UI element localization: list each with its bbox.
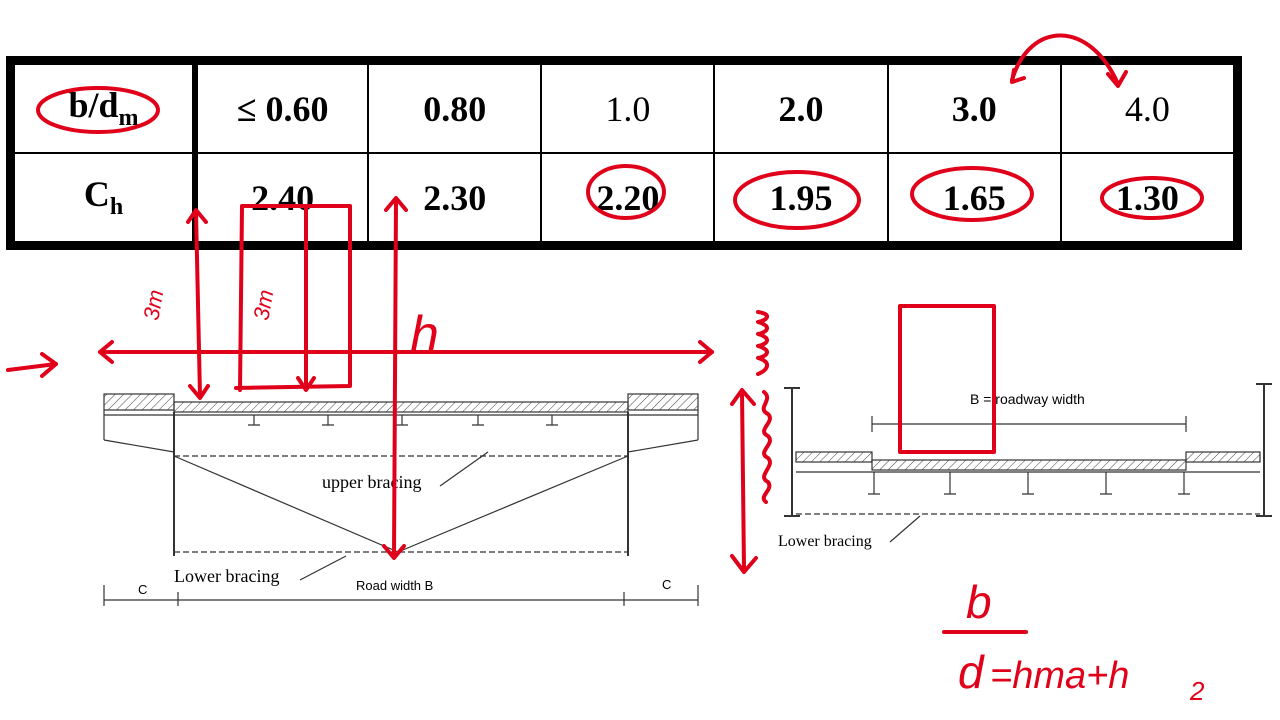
h-span-arrow-right-head [698, 340, 714, 364]
arrow-head [186, 208, 208, 224]
arrow-head [384, 196, 408, 212]
right-section-left-curb [795, 451, 873, 463]
red-handwritten-text: 3m 3m h b d =hma+h 2 [138, 288, 1205, 706]
bd-label: b/d [68, 85, 119, 126]
swap-arrow-head [1106, 70, 1128, 88]
bd-cell: 3.0 [886, 63, 1062, 154]
right-height-arrow [740, 390, 746, 572]
fraction-rhs-sub: 2 [1189, 676, 1205, 706]
circle-1-95 [733, 170, 861, 230]
arrow-head [382, 544, 406, 560]
side-arrow-head [40, 352, 58, 378]
ch-label-sub: h [109, 194, 124, 221]
right-curb [627, 393, 699, 411]
h-span-arrow-left-head [98, 340, 114, 364]
stringers [248, 415, 558, 426]
side-arrow [6, 362, 58, 372]
arrow-head [296, 376, 316, 392]
h-arrow [392, 198, 398, 558]
ch-cell: 2.40 [193, 152, 370, 243]
arrow-head [188, 384, 210, 400]
3m-arrow-a [194, 210, 202, 398]
fraction-rhs: =hma+h [990, 655, 1129, 697]
squiggle-top [756, 310, 769, 376]
bd-header-cell: b/dm [13, 63, 198, 154]
3m-box [234, 204, 352, 392]
circle-1-65 [910, 166, 1034, 222]
right-section-stringers [868, 472, 1190, 495]
h-label: h [410, 306, 439, 364]
fraction-numerator: b [966, 576, 992, 628]
ch-cell: 2.20 [540, 152, 716, 243]
diagonal-left [173, 455, 399, 553]
right-lower-bracing-label: Lower bracing [778, 533, 872, 550]
right-section-left-girder [784, 387, 800, 517]
right-section-deck [871, 459, 1187, 471]
3m-label-a: 3m [138, 288, 168, 322]
bd-cell: ≤ 0.60 [193, 63, 370, 154]
bd-label-sub: m [118, 105, 139, 132]
c-left-label: C [138, 582, 147, 597]
road-width-label: Road width B [356, 578, 433, 593]
ch-header-cell: Ch [13, 152, 198, 243]
bd-cell: 1.0 [540, 63, 716, 154]
bd-circle [36, 86, 160, 134]
right-load-box [898, 304, 996, 454]
red-annotations [6, 33, 1204, 634]
left-bracket [103, 439, 175, 453]
table-row-bd: b/dm ≤ 0.60 0.80 1.0 2.0 3.0 4.0 [13, 63, 1236, 154]
right-section-right-curb [1185, 451, 1261, 463]
swap-arrow [1010, 33, 1120, 86]
bd-cell: 0.80 [367, 63, 543, 154]
left-curb [103, 393, 175, 411]
arrow-head [730, 554, 758, 574]
upper-bracing-label: upper bracing [322, 472, 421, 492]
ch-label: C [83, 174, 110, 215]
lower-bracing-label: Lower bracing [174, 566, 279, 586]
right-section-right-girder [1256, 383, 1272, 517]
upper-bracing-leader [439, 451, 489, 487]
bd-cell: 2.0 [713, 63, 889, 154]
swap-arrow-tail [1010, 68, 1026, 84]
bd-ch-table: b/dm ≤ 0.60 0.80 1.0 2.0 3.0 4.0 Ch 2.40… [6, 56, 1242, 250]
roadway-width-label: B = roadway width [970, 391, 1085, 407]
arrow-head [730, 388, 756, 406]
right-bridge-section [784, 383, 1272, 543]
circle-2-20 [586, 164, 666, 220]
right-bracket [627, 439, 699, 453]
squiggle-bottom [761, 390, 772, 504]
bd-cell: 4.0 [1059, 63, 1236, 154]
lower-bracing-leader [299, 555, 347, 581]
fraction-denominator: d [958, 646, 985, 698]
diagonal-right [397, 455, 629, 553]
c-right-label: C [662, 577, 671, 592]
deck-slab [173, 401, 629, 413]
ch-cell: 1.30 [1059, 152, 1236, 243]
3m-label-b: 3m [248, 288, 278, 322]
circle-1-30 [1100, 176, 1204, 220]
right-lower-bracing-leader [889, 515, 921, 543]
